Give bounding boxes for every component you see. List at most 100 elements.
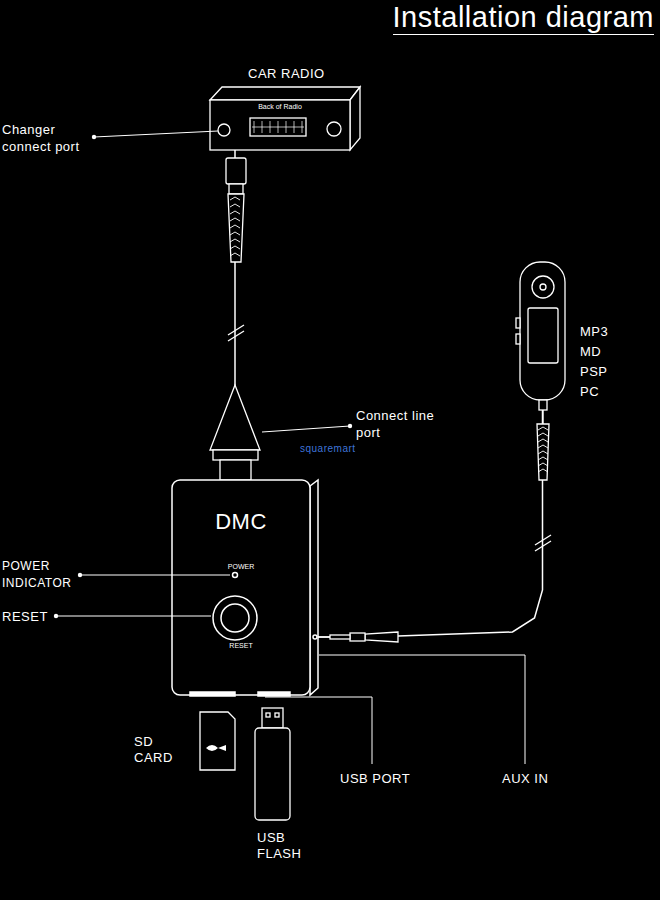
- cable: [310, 400, 543, 637]
- rib-stripes: [230, 211, 240, 214]
- rib-stripes: [230, 197, 240, 256]
- rib-stripes: [538, 463, 548, 466]
- rib-stripes: [538, 469, 548, 472]
- usb-flash: [262, 708, 283, 728]
- sd-card: [206, 745, 226, 751]
- port-label: Connect line port: [356, 407, 438, 441]
- car-radio: CAR RADIOBack of Radio: [210, 100, 350, 150]
- leader-line: [265, 697, 372, 764]
- leader-dot: [348, 424, 352, 428]
- usb-flash: [255, 728, 290, 820]
- rib-stripes: [538, 427, 548, 472]
- usb-flash: [266, 713, 270, 717]
- leader-line: [319, 655, 525, 764]
- dmc-housing: [233, 573, 238, 578]
- mp3-player: [516, 334, 520, 344]
- usb-flash: [275, 713, 279, 717]
- port-label: AUX IN: [502, 770, 548, 787]
- changer-cable-plug: [213, 450, 258, 460]
- rib-stripes: [538, 445, 548, 448]
- diagram-title: Installation diagram: [393, 0, 654, 35]
- changer-cable-plug: [228, 194, 244, 262]
- rib-stripes: [538, 433, 548, 436]
- mp3-player: [528, 308, 558, 363]
- mp3-player: [532, 276, 554, 298]
- dmc-housing: [221, 604, 249, 632]
- car-radio-body: [210, 100, 350, 150]
- dmc-housing: [213, 596, 257, 640]
- mp3-player: [535, 535, 551, 545]
- part-label: USB FLASH: [257, 830, 317, 863]
- dmc-unit: DMCPOWERRESET: [172, 480, 310, 695]
- watermark: squaremart: [300, 440, 356, 457]
- dmc-housing: [172, 480, 310, 695]
- car-radio-body: [350, 87, 360, 150]
- changer-cable-plug: [229, 184, 243, 194]
- dmc-housing: [258, 692, 290, 696]
- mp3-player: [540, 284, 546, 290]
- leader-line: [56, 131, 525, 764]
- part-label: RESET: [2, 608, 48, 625]
- aux-plug: [350, 633, 365, 641]
- rib-stripes: [230, 246, 240, 249]
- usb-flash: USB FLASH: [255, 708, 290, 820]
- mp3-player: [520, 262, 565, 400]
- leader-line: [56, 616, 211, 617]
- changer-cable-plug: [226, 158, 246, 184]
- rib-stripes: [230, 225, 240, 228]
- leader-line: [80, 575, 230, 576]
- dmc-housing: [190, 692, 235, 696]
- radio-connector-grid: [252, 127, 304, 128]
- usb-flash: [255, 708, 290, 820]
- car-radio-body: [250, 118, 306, 136]
- sd-card: [200, 712, 235, 770]
- car-radio-body: [327, 122, 341, 136]
- leader-dot: [92, 135, 96, 139]
- mp3-player: [516, 318, 520, 328]
- dmc-housing: [172, 480, 318, 696]
- rib-stripes: [230, 239, 240, 242]
- media-player: MP3 MD PSP PC: [520, 262, 565, 400]
- rib-stripes: [538, 427, 548, 430]
- device-list: MP3 MD PSP PC: [580, 322, 620, 402]
- rib-stripes: [230, 232, 240, 235]
- device-heading: CAR RADIO: [248, 66, 348, 82]
- rib-stripes: [230, 253, 240, 256]
- car-radio-body: [210, 87, 360, 100]
- aux-plug: [365, 632, 398, 642]
- leader-dot: [54, 135, 352, 618]
- leader-dot: [78, 573, 82, 577]
- car-radio-body: [218, 124, 230, 136]
- device-name: DMC: [172, 508, 310, 536]
- changer-cable-plug: [220, 460, 251, 480]
- rib-stripes: [230, 218, 240, 221]
- dmc-housing: [313, 635, 317, 639]
- changer-cable-plug: [228, 331, 244, 341]
- aux-plug: [318, 632, 398, 642]
- port-label: Changer connect port: [2, 121, 92, 155]
- changer-cable-plug: [228, 325, 244, 335]
- panel-text: Back of Radio: [210, 103, 350, 112]
- panel-text: POWER: [172, 563, 310, 572]
- mp3-player: [542, 410, 543, 424]
- part-label: SD CARD: [134, 734, 194, 767]
- car-radio-body: [210, 87, 360, 150]
- aux-plug: [318, 636, 330, 637]
- changer-cable-plug: [210, 385, 260, 450]
- rib-stripes: [538, 439, 548, 442]
- leader-line: [94, 131, 218, 137]
- part-label: POWER INDICATOR: [2, 558, 78, 592]
- leader-dot: [54, 614, 58, 618]
- port-label: USB PORT: [340, 770, 410, 787]
- mp3-player: [537, 424, 549, 480]
- dmc-housing: [310, 480, 318, 695]
- rib-stripes: [538, 451, 548, 454]
- changer-cable-plug: [210, 158, 260, 480]
- rib-stripes: [230, 197, 240, 200]
- mp3-player: [539, 400, 547, 410]
- aux-plug: [330, 635, 350, 639]
- rib-stripes: [538, 457, 548, 460]
- radio-connector-grid: [252, 121, 304, 133]
- rib-stripes: [230, 204, 240, 207]
